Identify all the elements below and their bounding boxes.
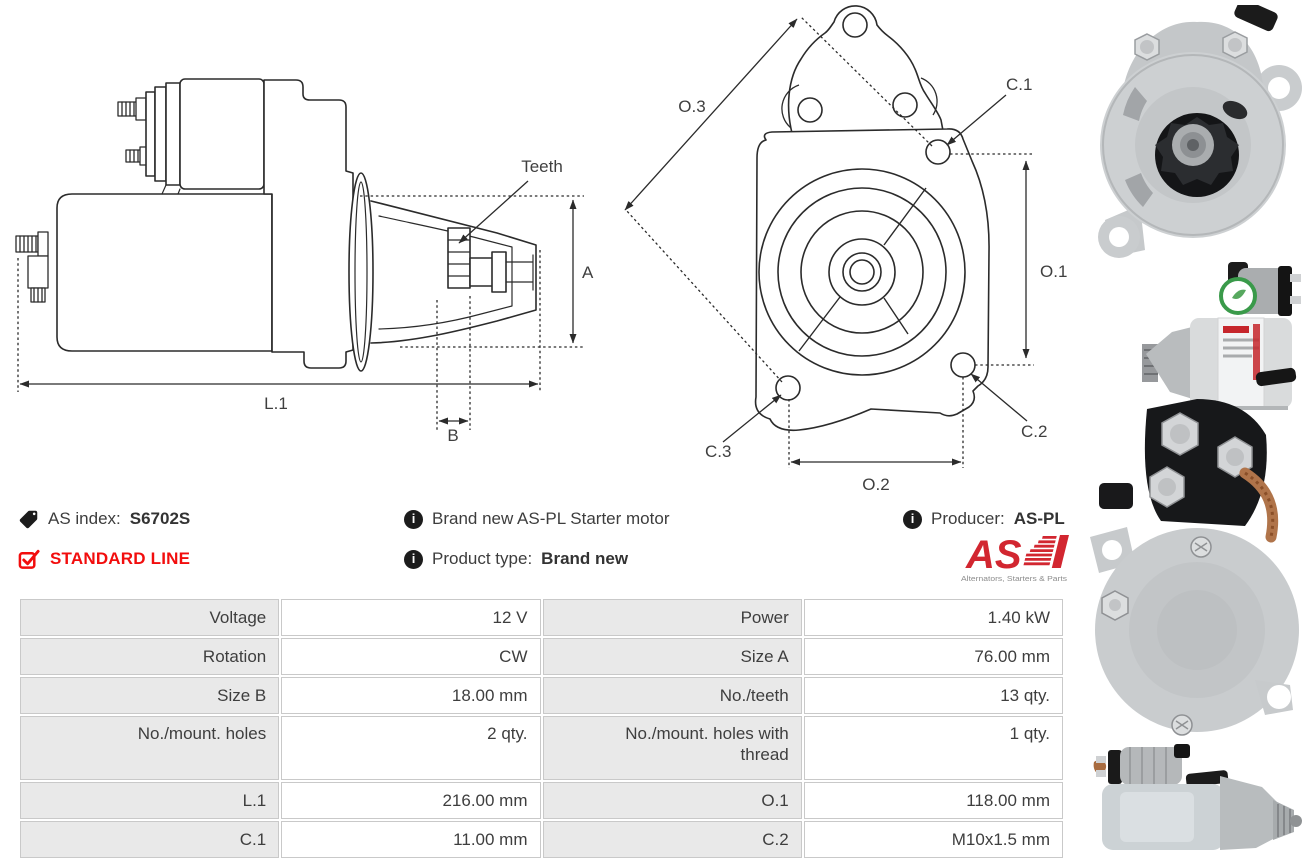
mount-hole-c2: [950, 352, 976, 378]
product-photo-side-sticker[interactable]: [1140, 258, 1302, 438]
logo-as-text: AS: [965, 533, 1022, 577]
dim-c3-label: C.3: [705, 442, 731, 461]
dim-b-label: B: [447, 426, 458, 445]
info-icon: i: [404, 509, 423, 529]
as-index-label: AS index:: [48, 509, 121, 528]
table-row: C.1 11.00 mm C.2 M10x1.5 mm: [20, 821, 1063, 858]
spec-label: No./teeth: [542, 677, 802, 714]
solenoid-outline: [145, 78, 265, 195]
motor-body-outline: [56, 193, 273, 352]
spec-value: 1.40 kW: [803, 599, 1063, 636]
spec-value: 1 qty.: [803, 716, 1063, 780]
spec-label: C.1: [20, 821, 280, 858]
spec-value: 13 qty.: [803, 677, 1063, 714]
dim-o2-label: O.2: [862, 475, 889, 494]
checkbox-checked-icon: [18, 549, 40, 569]
logo-stripes: [1023, 535, 1070, 568]
spec-value: 18.00 mm: [281, 677, 541, 714]
producer-row: i Producer: AS-PL: [903, 507, 1065, 531]
logo-tagline: Alternators, Starters & Parts: [961, 574, 1067, 583]
mount-hole-c1: [925, 139, 951, 165]
product-type-row: i Product type: Brand new: [404, 547, 628, 571]
teeth-dimension-label: Teeth: [521, 157, 563, 176]
center-housing-outline: [263, 79, 354, 369]
product-description: Brand new AS-PL Starter motor: [432, 509, 670, 528]
as-index-value: S6702S: [129, 509, 191, 528]
producer-label: Producer:: [931, 509, 1005, 528]
spec-value: 118.00 mm: [803, 782, 1063, 819]
spec-label: L.1: [20, 782, 280, 819]
spec-value: CW: [281, 638, 541, 675]
spec-value: 2 qty.: [281, 716, 541, 780]
front-view-dimension-lines: [624, 16, 1034, 468]
spec-label: No./mount. holes with thread: [542, 716, 802, 780]
table-row: L.1 216.00 mm O.1 118.00 mm: [20, 782, 1063, 819]
producer-value: AS-PL: [1013, 509, 1065, 528]
as-pl-logo: AS Alternators, Starters & Parts: [958, 531, 1070, 590]
top-ear-hole: [842, 12, 868, 38]
standard-line-label: STANDARD LINE: [50, 549, 191, 568]
dim-l1-label: L.1: [264, 394, 288, 413]
concentric-circles: [758, 168, 966, 376]
spec-label: C.2: [542, 821, 802, 858]
spec-label: Size B: [20, 677, 280, 714]
product-photo-rear-solenoid[interactable]: [1085, 395, 1302, 755]
spec-value: 12 V: [281, 599, 541, 636]
description-row: i Brand new AS-PL Starter motor: [404, 507, 669, 531]
spec-value: M10x1.5 mm: [803, 821, 1063, 858]
spec-value: 216.00 mm: [281, 782, 541, 819]
spec-label: Rotation: [20, 638, 280, 675]
drive-end-nose: [370, 200, 537, 344]
spec-label: O.1: [542, 782, 802, 819]
table-row: No./mount. holes 2 qty. No./mount. holes…: [20, 716, 1063, 780]
spec-table: Voltage 12 V Power 1.40 kW Rotation CW S…: [18, 597, 1065, 860]
side-view-dimension-lines: [17, 180, 584, 430]
tag-icon: [19, 510, 38, 528]
front-view-technical-drawing: O.3 C.1 O.1 C.2 C.3 O.2: [624, 5, 1067, 494]
standard-line-row: STANDARD LINE: [18, 547, 190, 571]
solenoid-terminal-studs: [117, 97, 150, 166]
dim-c2-label: C.2: [1021, 422, 1047, 441]
dim-c1-label: C.1: [1006, 75, 1032, 94]
product-type-label: Product type:: [432, 549, 533, 568]
spec-value: 11.00 mm: [281, 821, 541, 858]
table-row: Size B 18.00 mm No./teeth 13 qty.: [20, 677, 1063, 714]
spec-label: No./mount. holes: [20, 716, 280, 780]
product-photo-side-pinion[interactable]: [1090, 742, 1302, 860]
table-row: Voltage 12 V Power 1.40 kW: [20, 599, 1063, 636]
spec-label: Voltage: [20, 599, 280, 636]
side-view-technical-drawing: Teeth A L.1 B: [15, 78, 594, 445]
battery-terminal-studs: [15, 231, 49, 303]
product-photo-front-flange[interactable]: [1085, 0, 1302, 270]
info-icon: i: [903, 509, 922, 529]
spec-label: Power: [542, 599, 802, 636]
product-type-value: Brand new: [541, 549, 629, 568]
spec-label: Size A: [542, 638, 802, 675]
table-row: Rotation CW Size A 76.00 mm: [20, 638, 1063, 675]
dim-a-label: A: [582, 263, 594, 282]
dim-o3-label: O.3: [678, 97, 705, 116]
info-icon: i: [404, 549, 423, 569]
as-index-row: AS index: S6702S: [18, 507, 190, 531]
spec-value: 76.00 mm: [803, 638, 1063, 675]
dim-o1-label: O.1: [1040, 262, 1067, 281]
